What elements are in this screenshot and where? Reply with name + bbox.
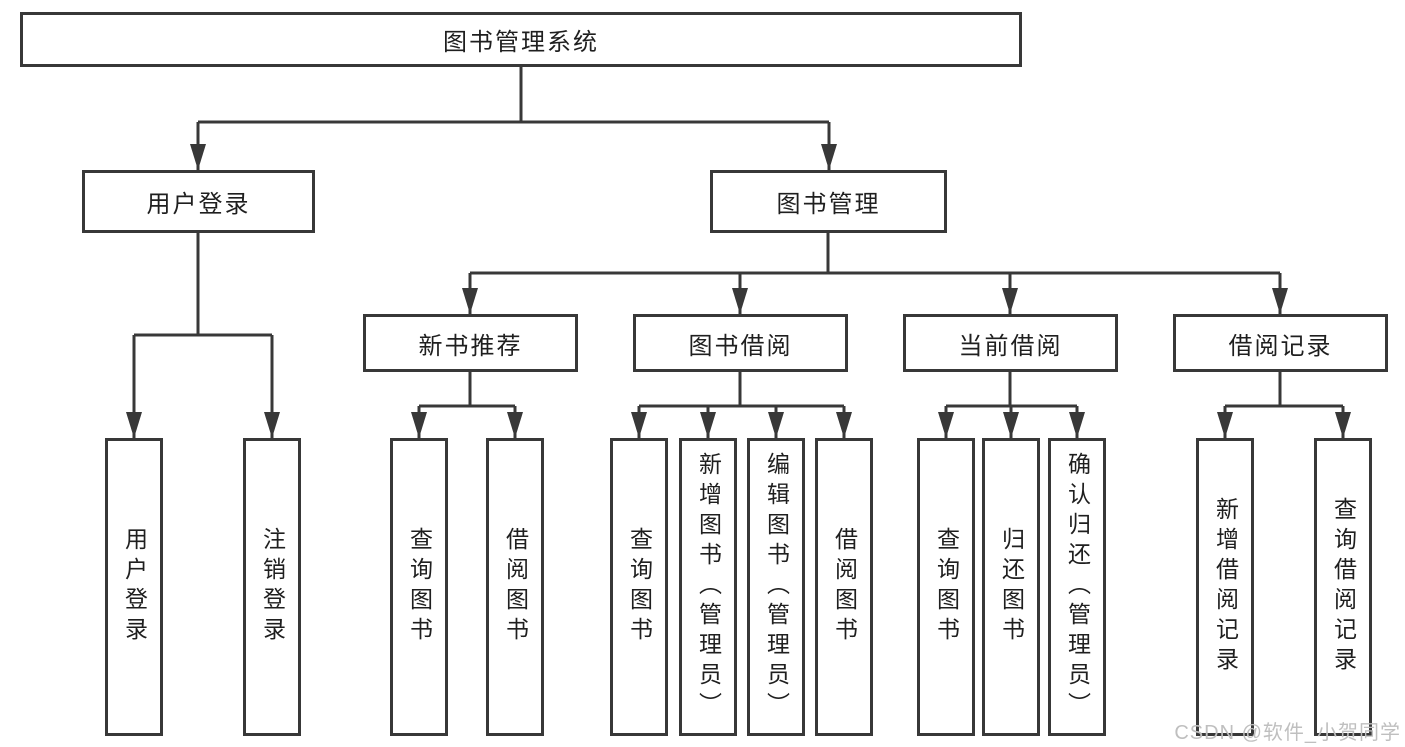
leaf-current-return-book: 归还图书 xyxy=(982,438,1040,736)
leaf-recommend-query-book: 查询图书 xyxy=(390,438,448,736)
node-current-borrow-label: 当前借阅 xyxy=(958,332,1063,360)
connector-group xyxy=(126,67,1351,438)
leaf-borrow-add-book: 新增图书（管理员） xyxy=(679,438,737,736)
node-root-label: 图书管理系统 xyxy=(443,29,599,56)
leaf-borrow-add-book-label: 新增图书（管理员） xyxy=(695,452,722,722)
leaf-records-query-record: 查询借阅记录 xyxy=(1314,438,1372,736)
leaf-current-return-book-label: 归还图书 xyxy=(998,527,1025,647)
leaf-records-add-record: 新增借阅记录 xyxy=(1196,438,1254,736)
node-book-management-label: 图书管理 xyxy=(776,191,881,218)
node-new-book-recommend: 新书推荐 xyxy=(363,314,578,372)
node-book-borrow-label: 图书借阅 xyxy=(688,332,793,360)
leaf-borrow-borrow-book: 借阅图书 xyxy=(815,438,873,736)
leaf-borrow-edit-book-label: 编辑图书（管理员） xyxy=(763,452,790,722)
node-book-borrow: 图书借阅 xyxy=(633,314,848,372)
leaf-user-login: 用户登录 xyxy=(105,438,163,736)
watermark: CSDN @软件_小贺同学 xyxy=(1174,722,1401,744)
leaf-current-confirm-return-label: 确认归还（管理员） xyxy=(1064,452,1091,722)
node-root: 图书管理系统 xyxy=(20,12,1022,67)
leaf-current-query-book-label: 查询图书 xyxy=(933,527,960,647)
node-current-borrow: 当前借阅 xyxy=(903,314,1118,372)
leaf-records-query-record-label: 查询借阅记录 xyxy=(1330,497,1357,677)
leaf-logout: 注销登录 xyxy=(243,438,301,736)
node-borrow-records: 借阅记录 xyxy=(1173,314,1388,372)
leaf-recommend-borrow-book-label: 借阅图书 xyxy=(502,527,529,647)
leaf-borrow-query-book: 查询图书 xyxy=(610,438,668,736)
node-new-book-recommend-label: 新书推荐 xyxy=(418,332,523,360)
leaf-current-query-book: 查询图书 xyxy=(917,438,975,736)
leaf-borrow-edit-book: 编辑图书（管理员） xyxy=(747,438,805,736)
leaf-records-add-record-label: 新增借阅记录 xyxy=(1212,497,1239,677)
leaf-borrow-query-book-label: 查询图书 xyxy=(626,527,653,647)
leaf-current-confirm-return: 确认归还（管理员） xyxy=(1048,438,1106,736)
leaf-user-login-label: 用户登录 xyxy=(121,527,148,647)
leaf-logout-label: 注销登录 xyxy=(259,527,286,647)
node-book-management: 图书管理 xyxy=(710,170,947,233)
leaf-recommend-borrow-book: 借阅图书 xyxy=(486,438,544,736)
node-user-login-label: 用户登录 xyxy=(146,191,251,218)
leaf-recommend-query-book-label: 查询图书 xyxy=(406,527,433,647)
leaf-borrow-borrow-book-label: 借阅图书 xyxy=(831,527,858,647)
node-borrow-records-label: 借阅记录 xyxy=(1228,332,1333,360)
node-user-login: 用户登录 xyxy=(82,170,315,233)
